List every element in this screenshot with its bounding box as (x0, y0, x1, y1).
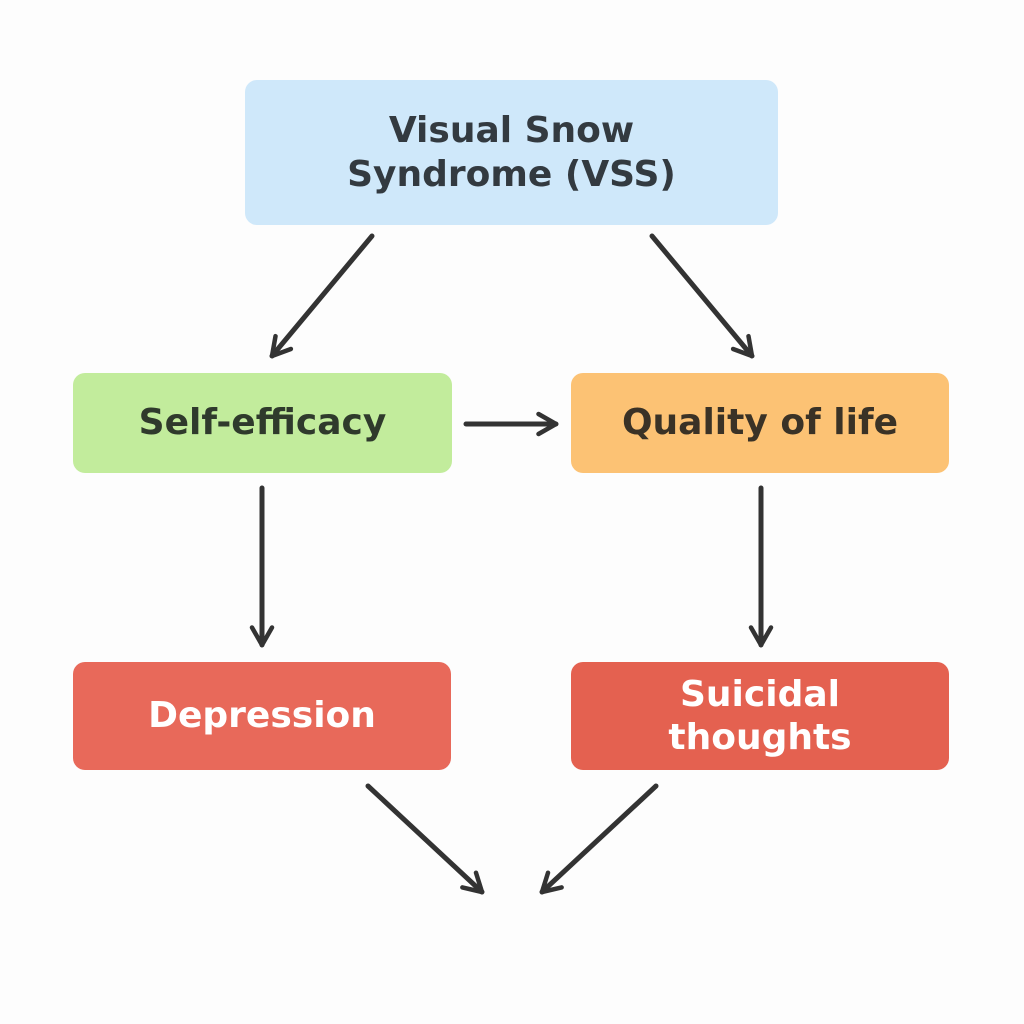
node-quality-of-life: Quality of life (571, 373, 949, 473)
arrow-depression-out (365, 783, 485, 895)
node-quality-of-life-label: Quality of life (621, 402, 899, 444)
node-depression: Depression (73, 662, 451, 770)
node-suicidal-thoughts: Suicidal thoughts (571, 662, 949, 770)
node-self-efficacy-label: Self-efficacy (138, 402, 387, 444)
node-self-efficacy: Self-efficacy (73, 373, 452, 473)
node-vss-label: Visual Snow Syndrome (VSS) (347, 110, 676, 195)
arrow-suicidal-thoughts-out (539, 783, 659, 895)
node-vss: Visual Snow Syndrome (VSS) (245, 80, 778, 225)
arrow-vss-to-quality-of-life (649, 233, 755, 359)
node-depression-label: Depression (148, 695, 376, 737)
arrow-vss-to-self-efficacy (269, 233, 375, 359)
node-suicidal-thoughts-label: Suicidal thoughts (668, 673, 852, 758)
